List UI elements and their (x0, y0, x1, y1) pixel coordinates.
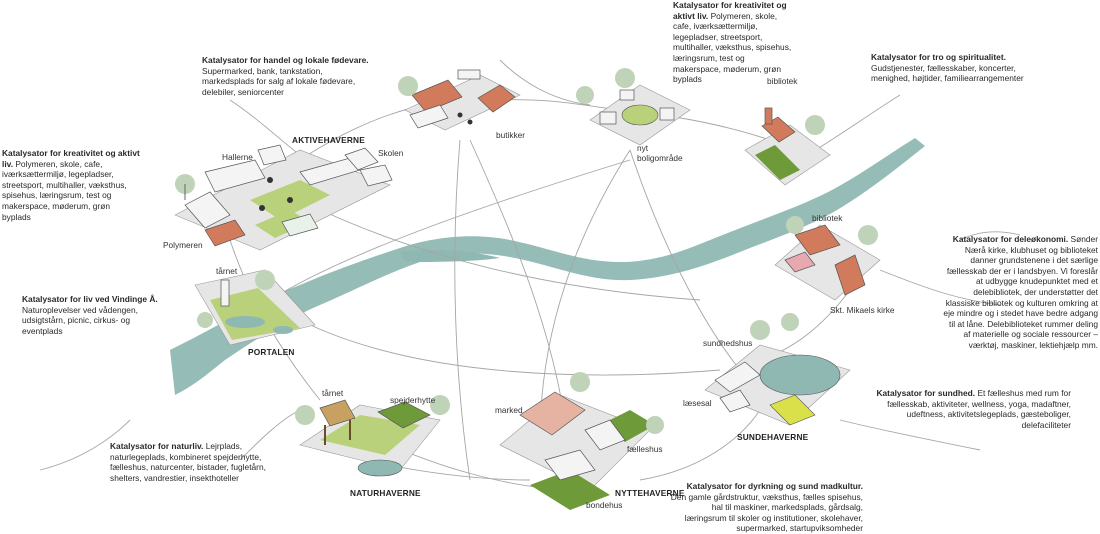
boligomraade-block (576, 68, 691, 146)
caption-handel-title: Katalysator for handel og lokale fødevar… (202, 55, 369, 65)
caption-vindinge: Katalysator for liv ved Vindinge Å. Natu… (22, 294, 172, 336)
label-sundhedshus: sundhedshus (703, 338, 753, 348)
caption-tro-title: Katalysator for tro og spiritualitet. (871, 52, 1006, 62)
label-nyt-boligomraade: nyt boligområde (637, 143, 683, 163)
caption-dyrkning-body: Den gamle gårdstruktur, væksthus, fælles… (670, 491, 863, 534)
caption-deleokonomi-body: Sønder Nærå kirke, klubhuset og bibliote… (943, 234, 1098, 350)
label-bondehus: bondehus (586, 500, 623, 510)
caption-kreativ-left-title: Katalysator for kreativitet og aktivt li… (2, 148, 140, 169)
label-faelleshus: fælleshus (627, 444, 663, 454)
label-butikker: butikker (496, 130, 526, 140)
bibliotek-top-block (744, 107, 831, 186)
hub-sundehaverne: SUNDEHAVERNE (737, 432, 809, 442)
hub-nyttehaverne: NYTTEHAVERNE (615, 488, 685, 498)
caption-vindinge-title: Katalysator for liv ved Vindinge Å. (22, 294, 158, 304)
label-taarnet-portal: tårnet (216, 266, 238, 276)
caption-kreativ-left-body: Polymeren, skole, cafe, iværksættermiljø… (2, 158, 127, 222)
caption-handel-body: Supermarked, bank, tankstation, markedsp… (202, 65, 356, 97)
caption-sundhed-body: Et fælleshus med rum for fællesskab, akt… (887, 388, 1071, 430)
label-laesesal: læsesal (683, 398, 712, 408)
caption-sundhed: Katalysator for sundhed. Et fælleshus me… (873, 388, 1071, 430)
sundehaverne-block (704, 313, 851, 426)
caption-kreativ-left: Katalysator for kreativitet og aktivt li… (2, 148, 140, 222)
skt-mikaels-block (774, 216, 881, 301)
label-marked: marked (495, 405, 523, 415)
caption-kreativ-top: Katalysator for kreativitet og aktivt li… (673, 0, 793, 85)
label-spejderhytte: spejderhytte (390, 395, 436, 405)
aktivehaverne-block (174, 144, 393, 251)
label-taarnet-natur: tårnet (322, 388, 344, 398)
caption-dyrkning-title: Katalysator for dyrkning og sund madkult… (686, 481, 863, 491)
portalen-block (194, 269, 316, 346)
hub-aktivehaverne: AKTIVEHAVERNE (292, 135, 365, 145)
butikker-block (398, 69, 521, 131)
river-branch (400, 250, 500, 262)
label-polymeren: Polymeren (163, 240, 203, 250)
caption-tro: Katalysator for tro og spiritualitet. Gu… (871, 52, 1031, 84)
caption-kreativ-top-title: Katalysator for kreativitet og aktivt li… (673, 0, 787, 21)
label-bibliotek-top: bibliotek (767, 76, 798, 86)
caption-dyrkning: Katalysator for dyrkning og sund madkult… (668, 481, 863, 534)
caption-deleokonomi-title: Katalysator for deleøkonomi. (952, 234, 1069, 244)
caption-naturliv-body: Lejrplads, naturlegeplads, kombineret sp… (110, 441, 266, 483)
caption-sundhed-title: Katalysator for sundhed. (876, 388, 976, 398)
label-bibliotek-right: bibliotek (812, 213, 843, 223)
caption-handel: Katalysator for handel og lokale fødevar… (202, 55, 372, 97)
label-skt-mikaels: Skt. Mikaels kirke (830, 305, 895, 315)
label-hallerne: Hallerne (222, 152, 253, 162)
caption-tro-body: Gudstjenester, fællesskaber, koncerter, … (871, 62, 1024, 84)
naturhaverne-block (295, 395, 450, 477)
hub-naturhaverne: NATURHAVERNE (350, 488, 421, 498)
nyttehaverne-block (499, 372, 664, 510)
hub-portalen: PORTALEN (248, 347, 295, 357)
caption-naturliv-title: Katalysator for naturliv. (110, 441, 204, 451)
caption-kreativ-top-body: Polymeren, skole, cafe, iværksættermiljø… (673, 10, 792, 85)
label-skolen: Skolen (378, 148, 404, 158)
caption-vindinge-body: Naturoplevelser ved vådengen, udsigtstår… (22, 304, 138, 336)
caption-deleokonomi: Katalysator for deleøkonomi. Sønder Nærå… (942, 234, 1098, 351)
caption-naturliv: Katalysator for naturliv. Lejrplads, nat… (110, 441, 285, 483)
